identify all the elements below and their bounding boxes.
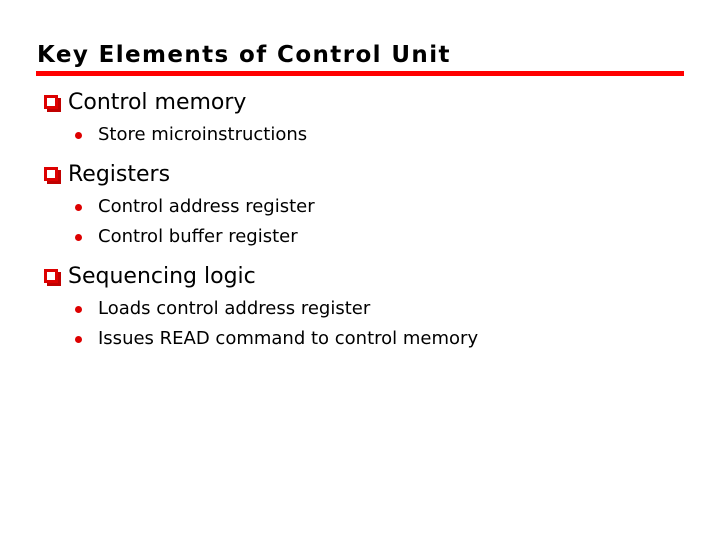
list-item-level2: Control buffer register [0,222,720,252]
list-item-level2: Store microinstructions [0,120,720,150]
list-item-level1: Sequencing logic [0,260,720,294]
list-item-level2: Issues READ command to control memory [0,324,720,354]
dot-bullet-icon [75,204,82,211]
list-item-level2-label: Loads control address register [98,298,371,319]
dot-bullet-icon [75,306,82,313]
square-bullet-icon [44,167,58,181]
title-underline-rule [36,71,684,76]
list-item-level2-label: Control buffer register [98,226,298,247]
bullet-group: Sequencing logic Loads control address r… [0,260,720,354]
list-item-level2: Loads control address register [0,294,720,324]
page-title: Key Elements of Control Unit [37,42,451,68]
list-item-level1-label: Registers [68,162,171,187]
list-item-level2-label: Control address register [98,196,315,217]
dot-bullet-icon [75,336,82,343]
list-item-level1-label: Control memory [68,90,247,115]
dot-bullet-icon [75,234,82,241]
group-spacer [0,252,720,260]
list-item-level2-label: Issues READ command to control memory [98,328,479,349]
bullet-group: Registers Control address register Contr… [0,158,720,252]
list-item-level2: Control address register [0,192,720,222]
list-item-level1-label: Sequencing logic [68,264,256,289]
slide-body: Control memory Store microinstructions R… [0,86,720,354]
bullet-group: Control memory Store microinstructions [0,86,720,150]
list-item-level1: Registers [0,158,720,192]
square-bullet-icon [44,95,58,109]
list-item-level2-label: Store microinstructions [98,124,308,145]
square-bullet-icon [44,269,58,283]
group-spacer [0,150,720,158]
list-item-level1: Control memory [0,86,720,120]
dot-bullet-icon [75,132,82,139]
